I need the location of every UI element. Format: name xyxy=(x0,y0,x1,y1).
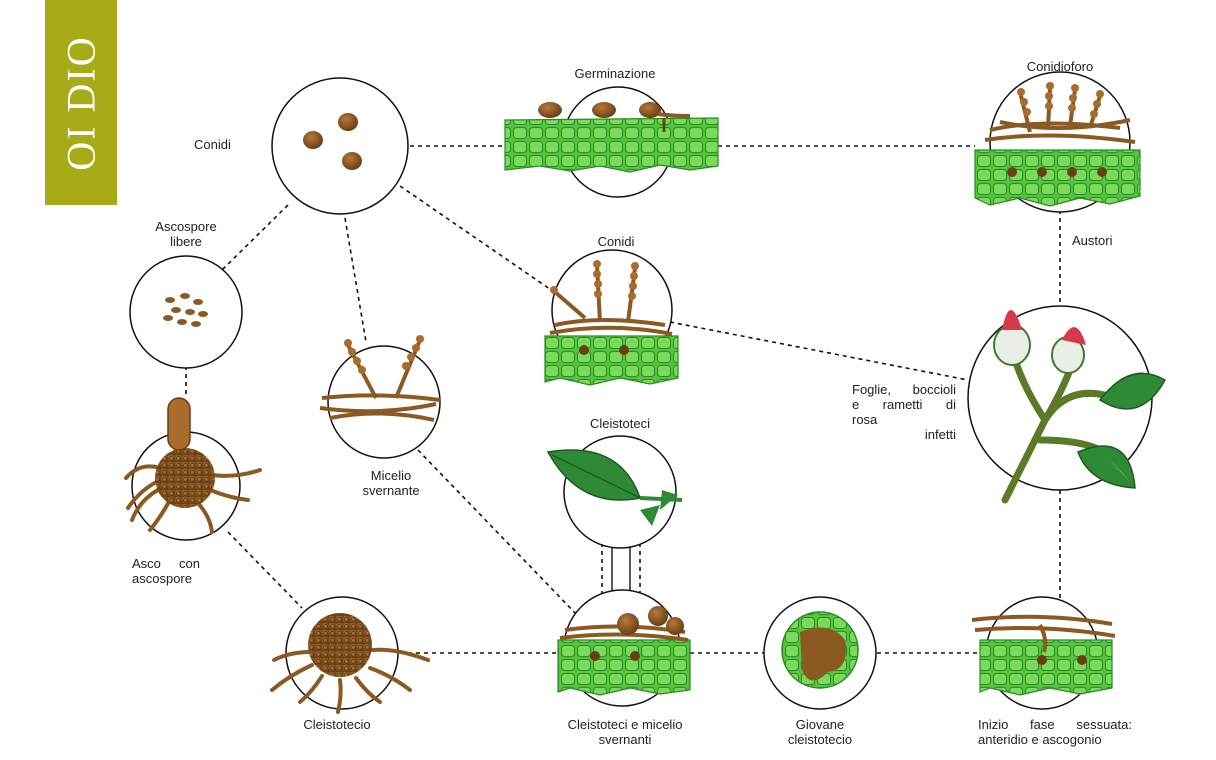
node-asco-ascospore xyxy=(124,397,262,541)
label-ascospore-libere: Ascospore libere xyxy=(138,219,234,249)
node-cleistoteci-micelio xyxy=(557,589,691,707)
label-foglie: Foglie, boccioli e rametti di rosa infet… xyxy=(852,382,956,442)
label-austori: Austori xyxy=(1072,233,1113,248)
title-tab: OI DIO xyxy=(45,0,117,205)
label-asco-line1: Asco con xyxy=(132,556,200,571)
node-conidioforo xyxy=(974,71,1141,213)
label-asco-ascospore: Asco con ascospore xyxy=(132,556,200,586)
label-inizio-line1: Inizio fase sessuata: xyxy=(978,717,1132,732)
label-cleist-micelio-line2: svernanti xyxy=(598,732,652,747)
label-ascospore-line2: libere xyxy=(170,234,202,249)
label-cleistoteci: Cleistoteci xyxy=(590,416,650,431)
label-foglie-line2: e rametti di xyxy=(852,397,956,412)
node-germinazione xyxy=(504,86,719,198)
label-giovane-line2: cleistotecio xyxy=(787,732,853,747)
node-rose-branch xyxy=(967,305,1167,504)
label-cleistoteci-micelio: Cleistoteci e micelio svernanti xyxy=(550,717,700,747)
label-foglie-line3: rosa xyxy=(852,412,878,427)
label-cleistotecio: Cleistotecio xyxy=(303,717,371,732)
label-giovane-line1: Giovane xyxy=(795,717,845,732)
node-inizio-fase-sessuata xyxy=(971,596,1116,710)
node-cleistoteci-leaf xyxy=(546,435,683,549)
label-micelio-line1: Micelio xyxy=(370,468,412,483)
label-conidi-mid: Conidi xyxy=(597,234,635,249)
label-micelio-svernante: Micelio svernante xyxy=(346,468,436,498)
node-micelio-svernante xyxy=(319,335,441,459)
label-conidi-top: Conidi xyxy=(194,137,231,152)
label-germinazione: Germinazione xyxy=(574,66,656,81)
label-asco-line2: ascospore xyxy=(132,571,192,586)
label-foglie-line1: Foglie, boccioli xyxy=(852,382,956,397)
label-ascospore-line1: Ascospore xyxy=(155,219,217,234)
node-giovane-cleistotecio xyxy=(763,596,877,710)
node-cleistotecio xyxy=(270,596,430,714)
label-conidioforo: Conidioforo xyxy=(1026,59,1094,74)
label-giovane-cleistotecio: Giovane cleistotecio xyxy=(770,717,870,747)
label-micelio-line2: svernante xyxy=(362,483,420,498)
node-conidi-spores xyxy=(271,77,409,215)
label-inizio-line2: anteridio e ascogonio xyxy=(978,732,1102,747)
label-cleist-micelio-line1: Cleistoteci e micelio xyxy=(567,717,683,732)
label-inizio-fase: Inizio fase sessuata: anteridio e ascogo… xyxy=(978,717,1132,747)
label-foglie-line4: infetti xyxy=(924,427,956,442)
node-conidi-mid xyxy=(544,249,679,386)
node-ascospore-libere xyxy=(129,255,243,369)
